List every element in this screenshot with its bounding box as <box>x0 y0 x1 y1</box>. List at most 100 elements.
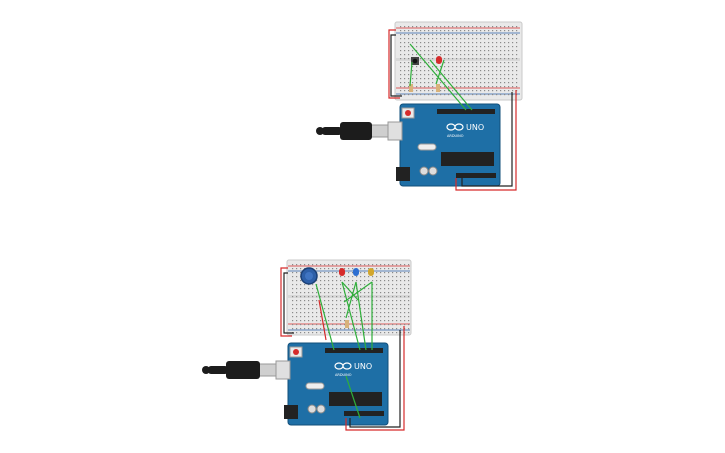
breadboard-hole <box>500 74 502 76</box>
breadboard-hole <box>424 26 426 28</box>
breadboard-hole <box>396 316 398 318</box>
breadboard-hole <box>308 304 310 306</box>
breadboard-hole <box>404 292 406 294</box>
breadboard-hole <box>296 288 298 290</box>
breadboard-hole <box>324 280 326 282</box>
breadboard-hole <box>364 272 366 274</box>
breadboard-hole <box>484 46 486 48</box>
breadboard-hole <box>292 272 294 274</box>
breadboard-hole <box>408 280 410 282</box>
breadboard-hole <box>496 78 498 80</box>
breadboard-hole <box>480 94 482 96</box>
breadboard-hole <box>312 300 314 302</box>
breadboard-hole <box>516 38 518 40</box>
breadboard-hole <box>356 324 358 326</box>
breadboard-hole <box>516 34 518 36</box>
breadboard-hole <box>420 82 422 84</box>
led-yellow-bottom[interactable] <box>368 268 374 276</box>
breadboard-hole <box>384 276 386 278</box>
breadboard-hole <box>364 292 366 294</box>
breadboard-hole <box>364 268 366 270</box>
breadboard-hole <box>512 90 514 92</box>
breadboard-hole <box>400 320 402 322</box>
breadboard-hole <box>460 58 462 60</box>
breadboard-hole <box>400 74 402 76</box>
breadboard-hole <box>504 26 506 28</box>
resistor-top-1[interactable] <box>409 84 413 92</box>
breadboard-hole <box>404 46 406 48</box>
breadboard-hole <box>448 58 450 60</box>
breadboard-hole <box>460 26 462 28</box>
breadboard-hole <box>352 304 354 306</box>
breadboard-hole <box>452 74 454 76</box>
arduino-board-top[interactable]: UNO ARDUINO <box>396 103 501 187</box>
breadboard-hole <box>452 90 454 92</box>
breadboard-hole <box>424 82 426 84</box>
breadboard-hole <box>328 292 330 294</box>
breadboard-hole <box>468 46 470 48</box>
led-red-top[interactable] <box>436 56 442 64</box>
breadboard-hole <box>468 82 470 84</box>
breadboard-hole <box>400 324 402 326</box>
breadboard-hole <box>488 34 490 36</box>
arduino-board-bottom[interactable]: UNO ARDUINO <box>284 342 389 426</box>
reset-button[interactable] <box>405 110 411 116</box>
breadboard-hole <box>376 264 378 266</box>
breadboard-hole <box>448 30 450 32</box>
breadboard-hole <box>324 312 326 314</box>
breadboard-hole <box>392 300 394 302</box>
breadboard-hole <box>472 70 474 72</box>
led-blue-bottom[interactable] <box>353 268 359 276</box>
arduino-logo <box>334 362 352 370</box>
breadboard-hole <box>316 280 318 282</box>
breadboard-hole <box>332 296 334 298</box>
breadboard-hole <box>448 94 450 96</box>
breadboard-hole <box>344 268 346 270</box>
breadboard-hole <box>492 62 494 64</box>
breadboard-hole <box>316 264 318 266</box>
breadboard-hole <box>300 300 302 302</box>
breadboard-hole <box>328 312 330 314</box>
resistor-bottom[interactable] <box>345 320 349 328</box>
breadboard-hole <box>452 46 454 48</box>
breadboard-hole <box>344 296 346 298</box>
breadboard-hole <box>400 86 402 88</box>
breadboard-hole <box>328 284 330 286</box>
led-red-bottom[interactable] <box>339 268 345 276</box>
breadboard-hole <box>376 324 378 326</box>
breadboard-hole <box>360 308 362 310</box>
breadboard-hole <box>424 42 426 44</box>
breadboard-hole <box>320 276 322 278</box>
breadboard-hole <box>472 62 474 64</box>
reset-button[interactable] <box>293 349 299 355</box>
breadboard-hole <box>480 66 482 68</box>
breadboard-hole <box>404 296 406 298</box>
breadboard-hole <box>424 70 426 72</box>
potentiometer-bottom[interactable] <box>300 267 318 285</box>
breadboard-hole <box>316 312 318 314</box>
breadboard-hole <box>436 66 438 68</box>
breadboard-hole <box>292 268 294 270</box>
breadboard-hole <box>364 316 366 318</box>
breadboard-hole <box>296 328 298 330</box>
breadboard-hole <box>428 90 430 92</box>
breadboard-hole <box>328 320 330 322</box>
breadboard-hole <box>484 94 486 96</box>
resistor-top-2[interactable] <box>436 84 440 92</box>
breadboard-hole <box>292 304 294 306</box>
breadboard-hole <box>500 70 502 72</box>
breadboard-hole <box>504 30 506 32</box>
push-button-top[interactable] <box>411 57 419 65</box>
breadboard-hole <box>400 292 402 294</box>
breadboard-top[interactable] <box>394 21 523 101</box>
breadboard-hole <box>468 42 470 44</box>
breadboard-hole <box>352 276 354 278</box>
breadboard-hole <box>400 54 402 56</box>
breadboard-hole <box>348 296 350 298</box>
wires-bottom <box>280 267 405 431</box>
breadboard-hole <box>356 328 358 330</box>
breadboard-hole <box>456 34 458 36</box>
breadboard-hole <box>420 74 422 76</box>
breadboard-hole <box>500 34 502 36</box>
breadboard-hole <box>380 296 382 298</box>
